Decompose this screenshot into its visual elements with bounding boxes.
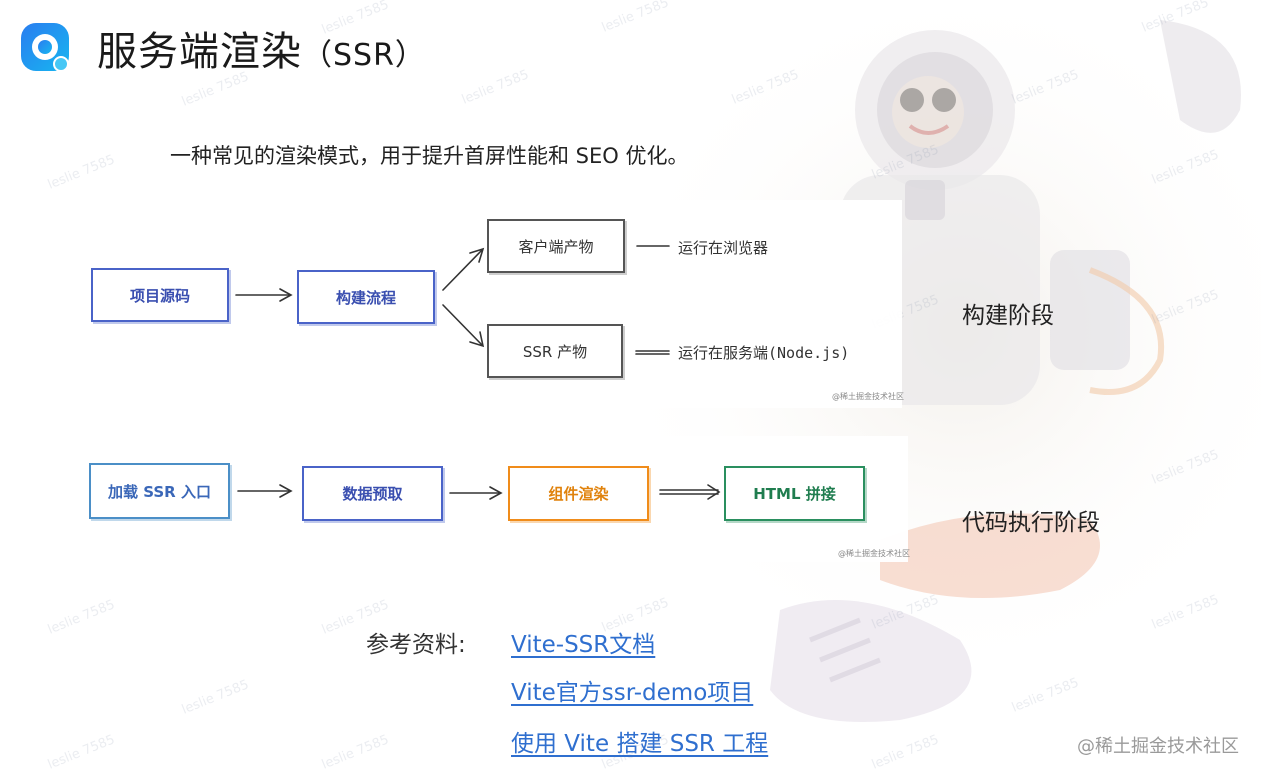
arrow-build-to-client: [442, 249, 483, 291]
link-vite-ssr-guide[interactable]: 使用 Vite 搭建 SSR 工程: [511, 731, 769, 757]
node-client-output: 客户端产物: [487, 219, 625, 273]
diagram-credit: @稀土掘金技术社区: [838, 549, 910, 558]
arrowhead: [469, 247, 485, 263]
arrowhead: [279, 288, 293, 302]
node-build-process: 构建流程: [297, 270, 435, 324]
app-logo-icon: [21, 23, 69, 72]
footer-credit: @稀土掘金技术社区: [1077, 736, 1239, 757]
page-title-main: 服务端渲染: [97, 29, 302, 75]
references-label: 参考资料:: [366, 632, 466, 658]
node-source-code: 项目源码: [91, 268, 229, 322]
link-vite-ssr-demo[interactable]: Vite官方ssr-demo项目: [511, 680, 754, 706]
note-run-in-browser: 运行在浏览器: [678, 239, 769, 257]
arrowhead: [707, 484, 721, 500]
arrowhead: [489, 486, 503, 500]
node-component-render: 组件渲染: [508, 466, 649, 521]
stage-label-build: 构建阶段: [962, 303, 1054, 329]
node-ssr-output: SSR 产物: [487, 324, 623, 378]
node-load-ssr-entry: 加载 SSR 入口: [89, 463, 230, 519]
arrow-build-to-ssr: [442, 304, 483, 346]
page-subtitle: 一种常见的渲染模式，用于提升首屏性能和 SEO 优化。: [170, 144, 689, 168]
diagram-credit: @稀土掘金技术社区: [832, 392, 904, 401]
link-vite-ssr-docs[interactable]: Vite-SSR文档: [511, 632, 656, 658]
arrowhead: [279, 484, 293, 498]
arrowhead: [469, 331, 485, 348]
stage-label-exec: 代码执行阶段: [962, 510, 1100, 536]
node-html-assemble: HTML 拼接: [724, 466, 865, 521]
page-title: 服务端渲染（SSR）: [97, 19, 426, 77]
node-data-prefetch: 数据预取: [302, 466, 443, 521]
page-title-paren: （SSR）: [302, 38, 426, 73]
note-run-on-server: 运行在服务端(Node.js): [678, 344, 850, 362]
